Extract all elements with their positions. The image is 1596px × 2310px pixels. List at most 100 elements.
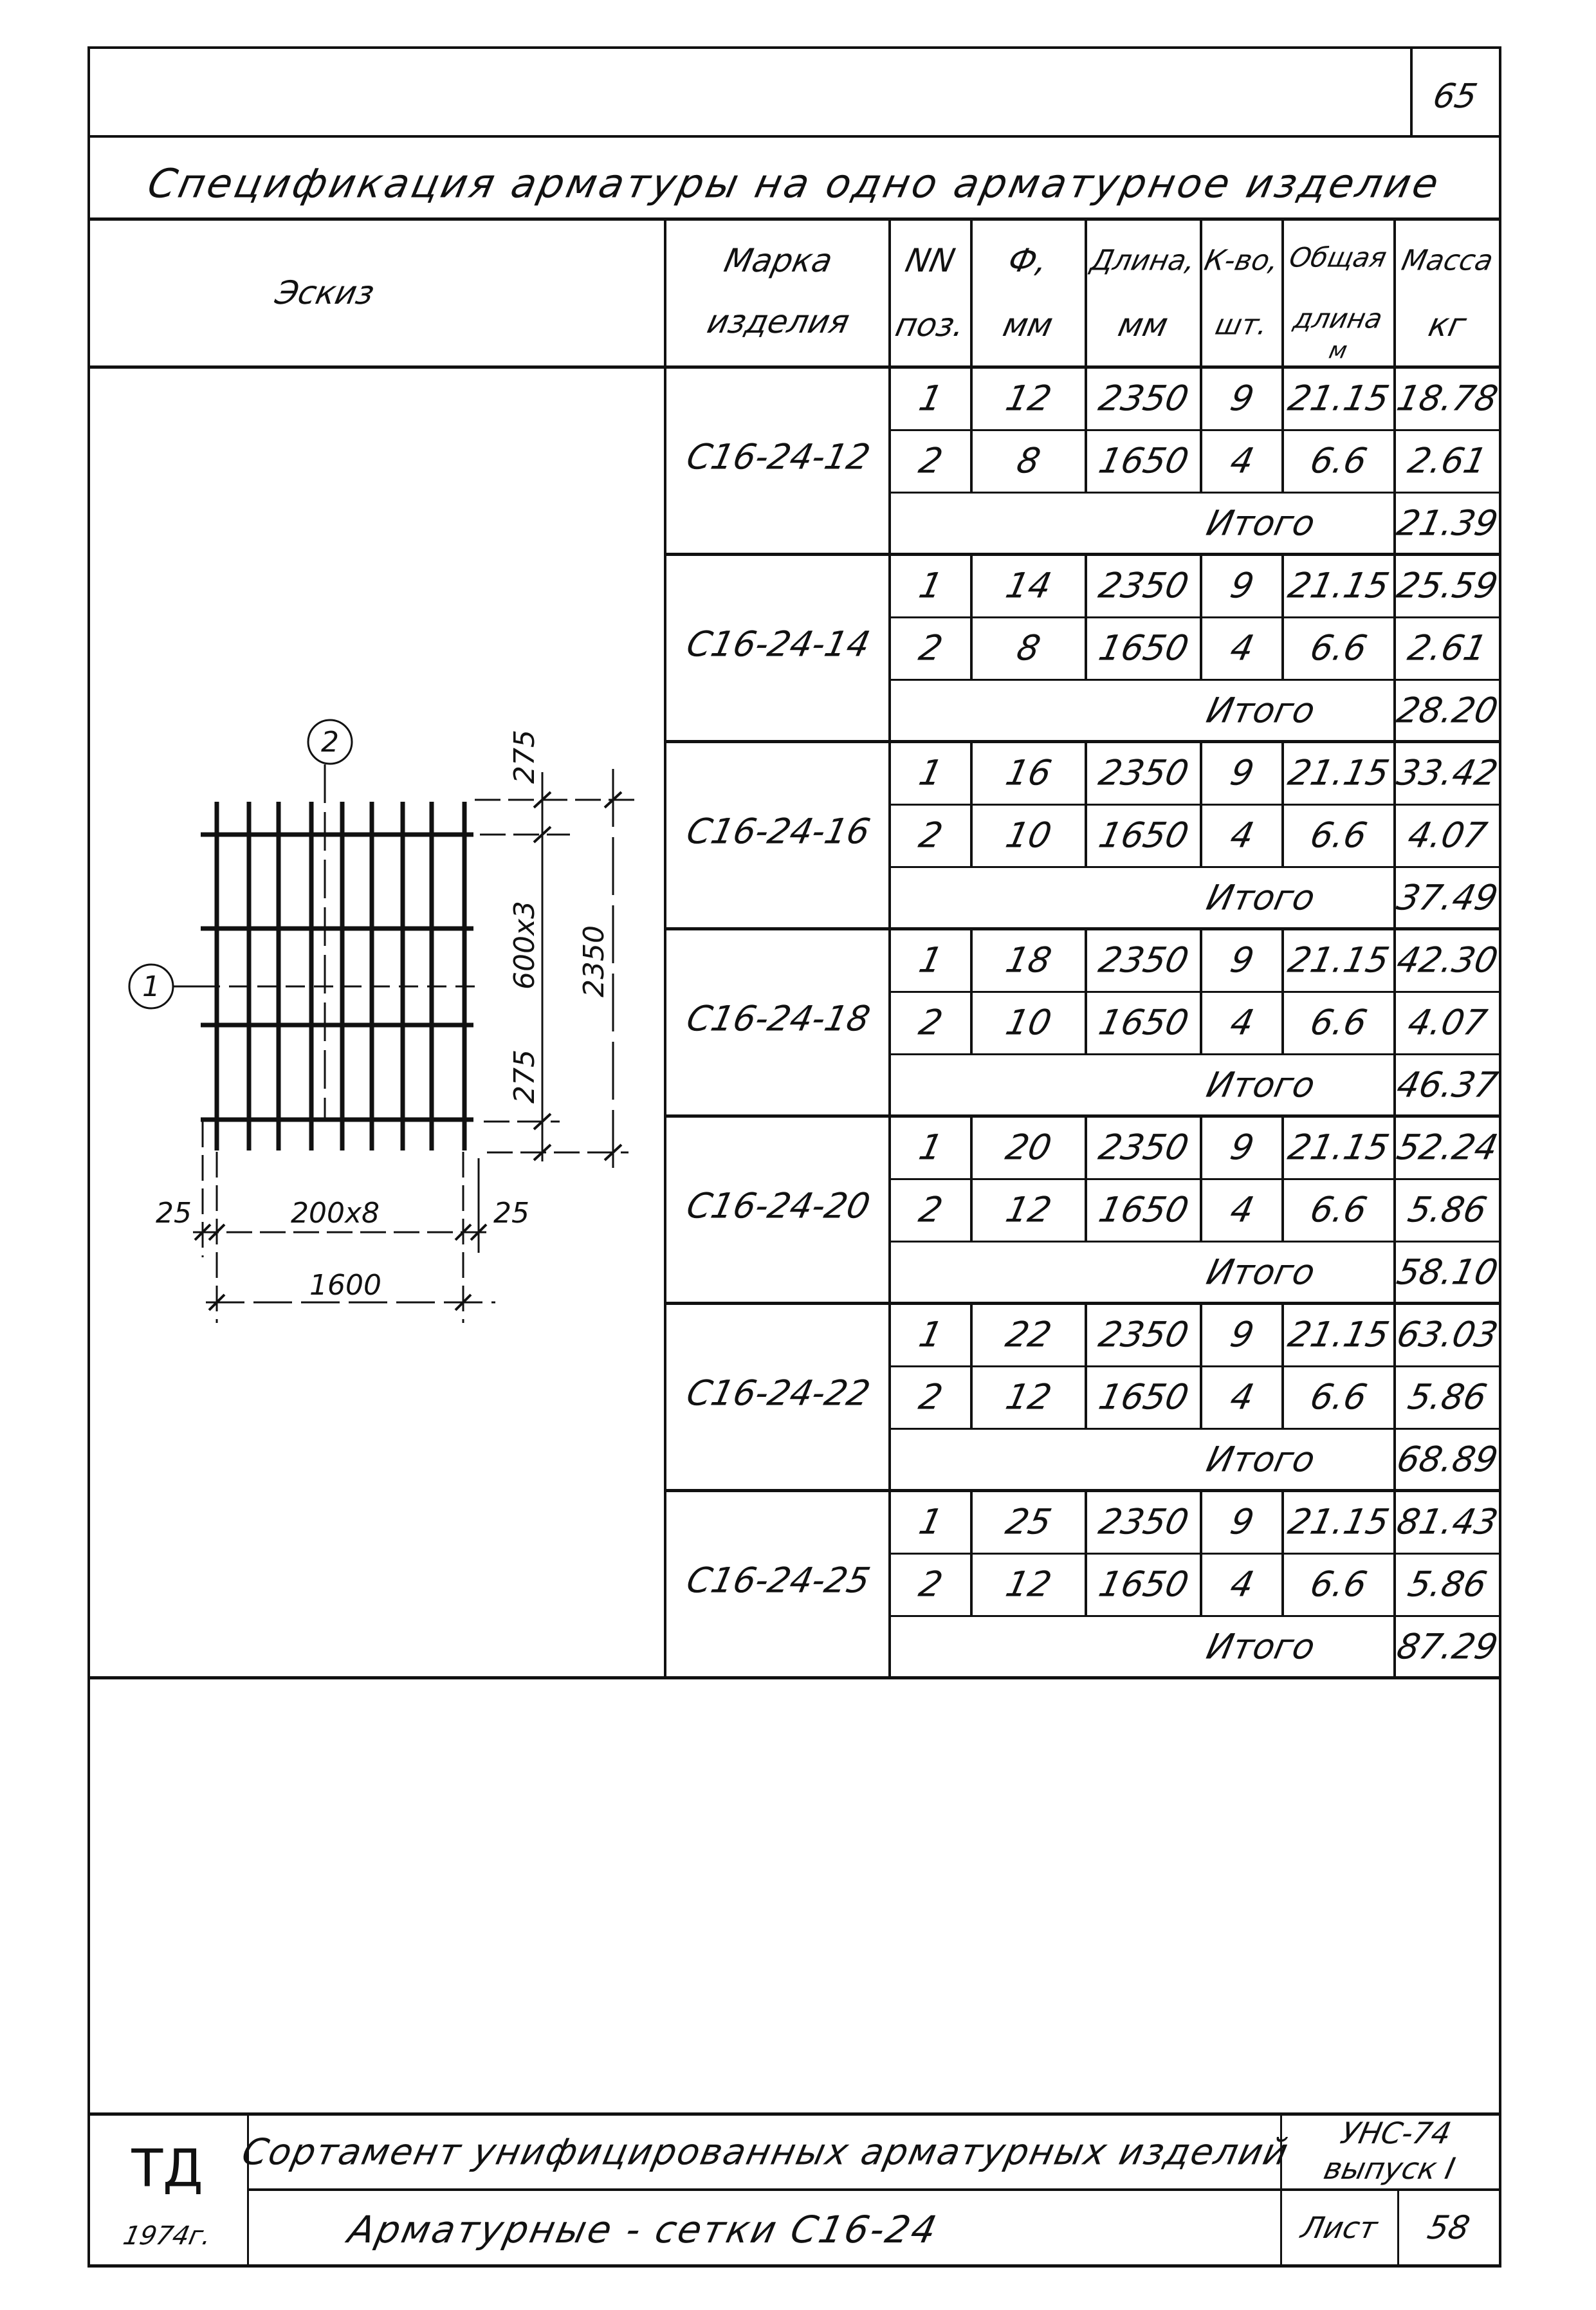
table-cell: 6.6 xyxy=(1307,1564,1371,1604)
table-cell: 9 xyxy=(1226,1127,1258,1167)
table-cell: 12 xyxy=(1002,1564,1056,1604)
table-cell: 8 xyxy=(1013,440,1044,481)
table-cell: 1 xyxy=(915,378,946,418)
header-dia: Ф, xyxy=(1005,242,1051,279)
header-row-top xyxy=(89,217,1500,221)
header-mass: Масса xyxy=(1399,244,1496,277)
table-cell: 25 xyxy=(1002,1501,1056,1542)
mesh-sketch: 2 1 275 600x3 275 2350 25 200x8 25 1600 xyxy=(128,719,639,1323)
table-cell: 12 xyxy=(1002,1376,1056,1417)
table-cell: 4.07 xyxy=(1404,1002,1491,1042)
table-cell: 21.15 xyxy=(1285,1127,1393,1167)
table-cell: 16 xyxy=(1002,752,1056,793)
total-label: Итого xyxy=(1203,1439,1319,1479)
table-cell: 1 xyxy=(915,752,946,793)
table-cell: 6.6 xyxy=(1307,440,1371,481)
table-cell: 2.61 xyxy=(1404,627,1491,668)
table-cell: 63.03 xyxy=(1393,1314,1501,1354)
dim-spacing: 200x8 xyxy=(291,1197,380,1230)
col-divider xyxy=(1085,741,1087,866)
col-divider xyxy=(1200,929,1202,1053)
header-dia: мм xyxy=(1000,306,1056,344)
callout-2-label: 2 xyxy=(321,726,339,759)
code: УНС-74 xyxy=(1337,2116,1454,2150)
row-divider xyxy=(890,429,1500,431)
table-cell: 8 xyxy=(1013,627,1044,668)
header-length: мм xyxy=(1115,306,1171,344)
dim-right: 25 xyxy=(493,1197,529,1230)
table-cell: 1 xyxy=(915,1314,946,1354)
table-cell: 9 xyxy=(1226,1501,1258,1542)
col-divider xyxy=(888,367,891,554)
dim-left: 25 xyxy=(156,1197,192,1230)
title-block-divider xyxy=(1397,2190,1399,2266)
dim-width: 1600 xyxy=(309,1269,381,1302)
col-divider xyxy=(1393,219,1396,367)
row-divider xyxy=(890,991,1500,993)
table-cell: 2350 xyxy=(1095,1127,1192,1167)
header-total-length: длина xyxy=(1290,302,1386,335)
col-divider xyxy=(1393,866,1396,929)
table-cell: 5.86 xyxy=(1404,1564,1491,1604)
group-divider xyxy=(665,740,1500,743)
total-value: 28.20 xyxy=(1393,690,1501,730)
callout-circle-1 xyxy=(128,963,174,1010)
table-cell: 4 xyxy=(1226,440,1258,481)
col-divider xyxy=(1085,367,1087,492)
table-cell: 2350 xyxy=(1095,1501,1192,1542)
col-divider xyxy=(888,219,891,367)
table-cell: 81.43 xyxy=(1393,1501,1501,1542)
col-divider xyxy=(1393,1428,1396,1490)
col-divider xyxy=(1393,1490,1396,1615)
header-mark: изделия xyxy=(704,303,853,340)
group-divider xyxy=(665,1114,1500,1118)
table-cell: 12 xyxy=(1002,1189,1056,1230)
table-cell: 6.6 xyxy=(1307,1189,1371,1230)
dimension-lines xyxy=(128,719,639,1323)
col-divider xyxy=(1085,1116,1087,1241)
row-divider xyxy=(890,1428,1500,1430)
col-divider xyxy=(1085,929,1087,1053)
year: 1974г. xyxy=(120,2221,214,2251)
title-block-divider xyxy=(247,2114,249,2266)
col-divider xyxy=(1200,367,1202,492)
row-divider xyxy=(890,492,1500,494)
table-cell: 6.6 xyxy=(1307,1376,1371,1417)
dim-top: 275 xyxy=(508,730,541,784)
col-divider xyxy=(888,1490,891,1677)
row-divider xyxy=(890,1053,1500,1055)
frame-right xyxy=(1499,46,1501,2266)
col-divider xyxy=(1393,1303,1396,1428)
table-cell: 2.61 xyxy=(1404,440,1491,481)
table-cell: 6.6 xyxy=(1307,1002,1371,1042)
col-divider xyxy=(1085,1303,1087,1428)
col-divider xyxy=(970,929,973,1053)
group-divider xyxy=(665,1489,1500,1492)
row-divider xyxy=(890,679,1500,681)
table-cell: 2 xyxy=(915,815,946,855)
item-mark: С16-24-25 xyxy=(683,1560,874,1601)
total-value: 87.29 xyxy=(1393,1626,1501,1667)
total-label: Итого xyxy=(1203,1252,1319,1292)
table-cell: 6.6 xyxy=(1307,627,1371,668)
table-cell: 9 xyxy=(1226,1314,1258,1354)
header-mass: кг xyxy=(1425,306,1470,344)
table-cell: 5.86 xyxy=(1404,1189,1491,1230)
table-cell: 2350 xyxy=(1095,565,1192,605)
col-divider xyxy=(1085,219,1087,367)
item-mark: С16-24-18 xyxy=(683,998,874,1039)
table-cell: 4 xyxy=(1226,1564,1258,1604)
frame-left xyxy=(87,46,90,2266)
table-cell: 21.15 xyxy=(1285,1501,1393,1542)
dim-bottom: 275 xyxy=(508,1049,541,1104)
col-divider xyxy=(1281,1303,1284,1428)
col-divider xyxy=(1393,1116,1396,1241)
group-divider xyxy=(665,1302,1500,1305)
col-divider xyxy=(1393,679,1396,741)
table-cell: 42.30 xyxy=(1393,939,1501,980)
table-cell: 5.86 xyxy=(1404,1376,1491,1417)
item-mark: С16-24-20 xyxy=(683,1185,874,1226)
item-mark: С16-24-12 xyxy=(683,436,874,477)
col-divider xyxy=(888,1303,891,1490)
total-label: Итого xyxy=(1203,690,1319,730)
